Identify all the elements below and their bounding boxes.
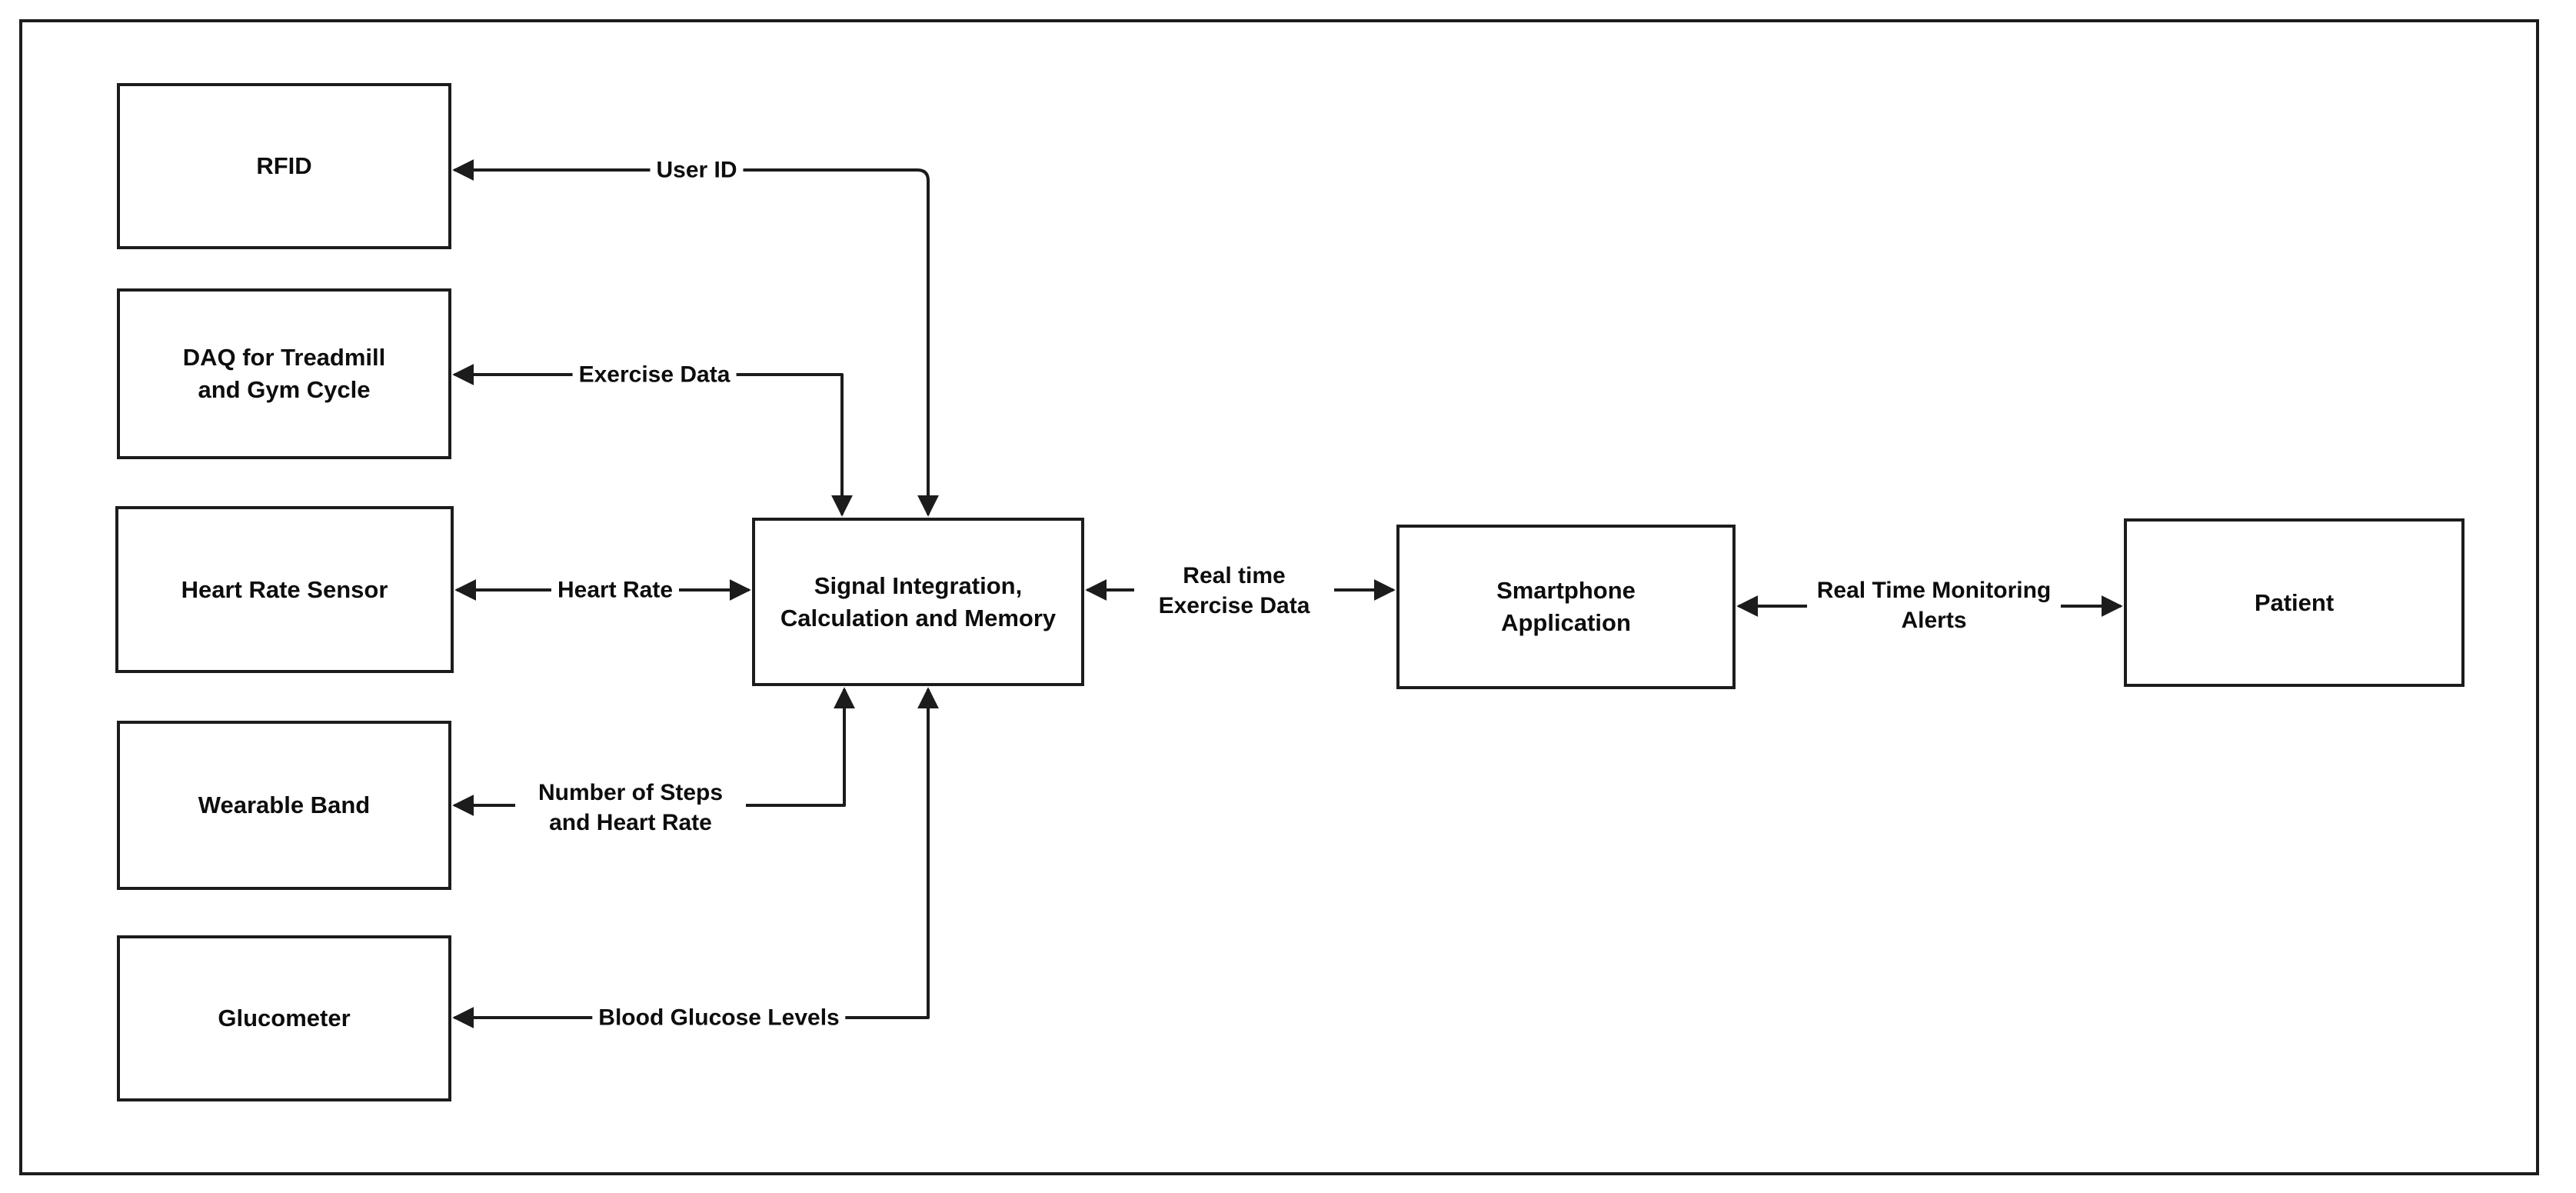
edge-label-realtime-exercise: Real time Exercise Data xyxy=(1134,559,1334,622)
edge-label-blood-glucose: Blood Glucose Levels xyxy=(592,1001,846,1035)
node-rfid-label: RFID xyxy=(256,152,312,180)
node-wearable-band-label: Wearable Band xyxy=(198,791,371,819)
edge-label-monitoring-alerts: Real Time Monitoring Alerts xyxy=(1807,574,2061,637)
node-daq-label: DAQ for Treadmill and Gym Cycle xyxy=(182,344,386,403)
node-wearable-band: Wearable Band xyxy=(117,721,451,890)
node-smartphone-application-label: Smartphone Application xyxy=(1496,577,1636,636)
node-patient-label: Patient xyxy=(2254,588,2335,616)
node-glucometer: Glucometer xyxy=(117,935,451,1101)
node-patient: Patient xyxy=(2124,518,2465,687)
node-smartphone-application: Smartphone Application xyxy=(1396,525,1736,689)
edge-blood-glucose-line xyxy=(452,687,939,1028)
node-daq-treadmill-gym-cycle: DAQ for Treadmill and Gym Cycle xyxy=(117,288,451,459)
edge-exercise-data-line xyxy=(452,364,853,517)
node-heart-rate-sensor: Heart Rate Sensor xyxy=(115,506,454,673)
edge-label-exercise-data: Exercise Data xyxy=(572,358,737,392)
node-glucometer-label: Glucometer xyxy=(218,1005,351,1032)
node-signal-integration: Signal Integration, Calculation and Memo… xyxy=(752,518,1084,686)
node-rfid: RFID xyxy=(117,83,451,249)
edge-label-steps-heart-rate: Number of Steps and Heart Rate xyxy=(515,776,746,839)
edge-label-heart-rate: Heart Rate xyxy=(551,573,680,607)
node-heart-rate-sensor-label: Heart Rate Sensor xyxy=(181,575,388,603)
edge-label-user-id: User ID xyxy=(650,153,744,187)
edge-user-id-line xyxy=(452,159,939,517)
node-signal-integration-label: Signal Integration, Calculation and Memo… xyxy=(780,572,1057,631)
